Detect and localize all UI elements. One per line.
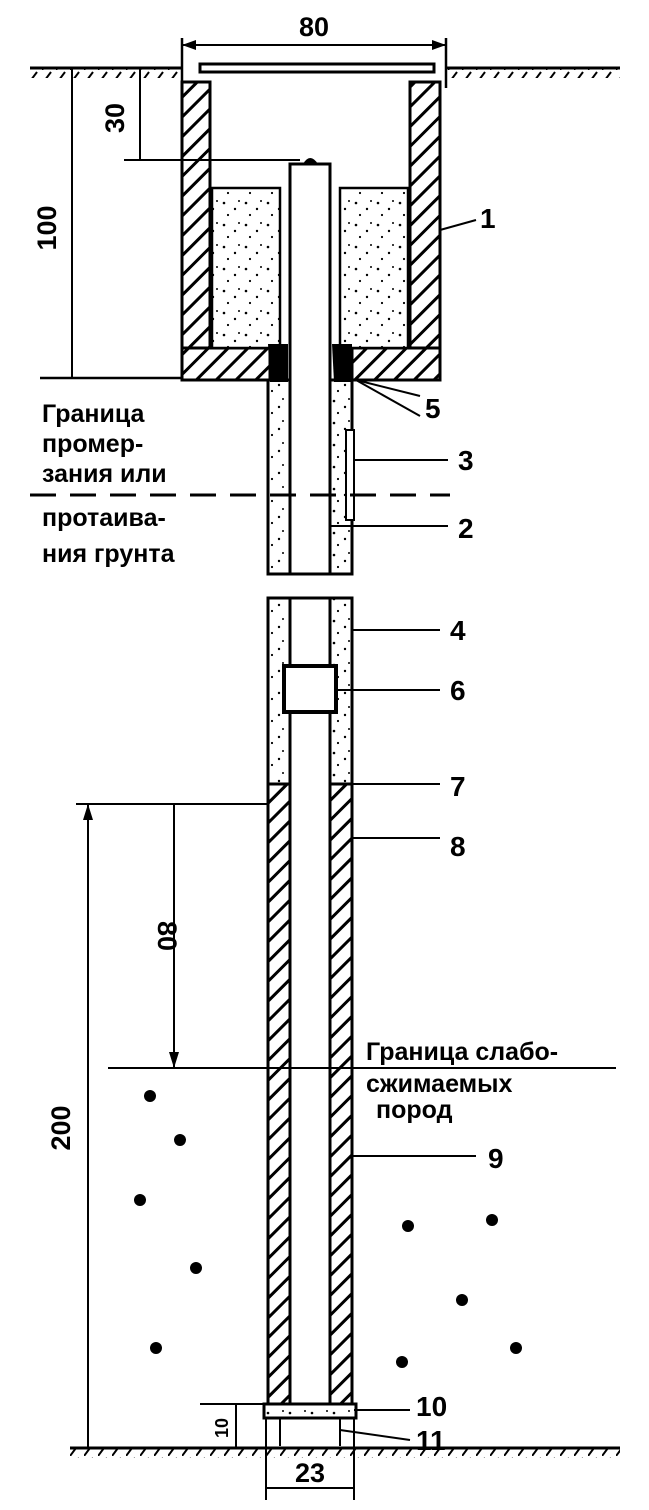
frost-note-line-3: зания или (42, 460, 167, 488)
rock-note-line-2: сжимаемых (366, 1070, 512, 1098)
callout-4: 4 (352, 615, 466, 646)
dim-base-23: 23 (295, 1458, 325, 1488)
callout-7: 7 (352, 771, 466, 802)
ground-surface (30, 66, 620, 78)
cover-plate (198, 62, 436, 74)
total-200-dimension: 200 (46, 803, 268, 1448)
frost-note-line-5: ния грунта (42, 540, 176, 568)
callout-11-label: 11 (416, 1425, 446, 1456)
depth-30-dimension: 30 (100, 68, 300, 161)
dim-depth-100: 100 (32, 205, 62, 250)
frost-note-line-2: промер- (42, 430, 143, 458)
protective-casing (180, 80, 442, 382)
callout-5: 5 (355, 379, 441, 424)
bottom-10-dimension: 10 (200, 1403, 266, 1448)
top-width-dimension: 80 (180, 12, 448, 88)
dim-depth-30: 30 (100, 103, 130, 133)
dim-top-width: 80 (299, 12, 329, 42)
callout-3: 3 (354, 445, 474, 476)
callout-8-label: 8 (450, 831, 466, 862)
dim-total-200: 200 (46, 1105, 76, 1150)
rod-coupling (282, 664, 338, 714)
callout-6: 6 (336, 675, 466, 706)
callout-5-label: 5 (425, 393, 441, 424)
callout-1-label: 1 (480, 203, 496, 234)
rock-boundary-note: Граница слабо- сжимаемых пород (366, 1038, 558, 1124)
bitumen-seal (268, 344, 352, 382)
callout-2-label: 2 (458, 513, 474, 544)
callout-1: 1 (439, 203, 496, 234)
callout-7-label: 7 (450, 771, 466, 802)
frost-note-line-1: Граница (42, 400, 146, 428)
callout-2: 2 (330, 513, 474, 544)
benchmark-rod-upper (288, 158, 332, 576)
benchmark-rod-lower (288, 596, 332, 1406)
callout-8: 8 (352, 831, 466, 862)
callout-3-label: 3 (458, 445, 474, 476)
sand-fill (210, 186, 410, 350)
callout-11: 11 (339, 1425, 446, 1456)
outer-pipe-upper (266, 378, 355, 576)
depth-100-dimension: 100 (32, 68, 182, 380)
callout-4-label: 4 (450, 615, 466, 646)
rock-stipple (134, 1090, 522, 1368)
callout-9-label: 9 (488, 1143, 504, 1174)
callout-9: 9 (352, 1143, 504, 1174)
anchor-80-dimension: 80 (152, 804, 182, 1068)
callout-10: 10 (354, 1391, 447, 1422)
dim-anchor-80: 80 (152, 921, 182, 951)
callout-10-label: 10 (416, 1391, 447, 1422)
base-plate (262, 1402, 358, 1446)
dim-bottom-10: 10 (212, 1418, 232, 1438)
base-width-dimension: 23 (265, 1418, 355, 1500)
frost-boundary-note: Граница промер- зания или протаива- ния … (42, 400, 176, 568)
rock-note-line-1: Граница слабо- (366, 1038, 558, 1066)
callout-6-label: 6 (450, 675, 466, 706)
rock-note-line-3: пород (376, 1096, 453, 1124)
bottom-ground-line (70, 1446, 620, 1458)
frost-note-line-4: протаива- (42, 504, 166, 532)
